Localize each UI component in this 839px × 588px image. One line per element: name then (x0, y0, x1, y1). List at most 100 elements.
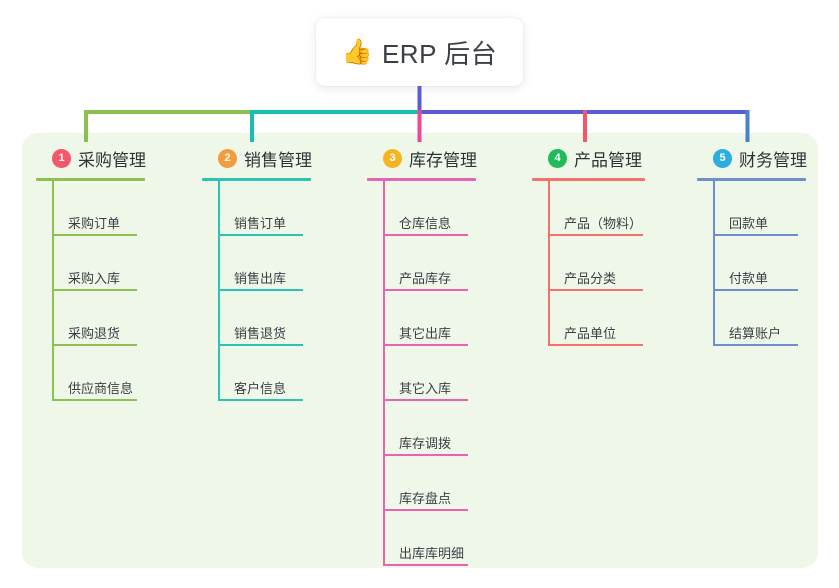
column-库存管理: 3 库存管理仓库信息产品库存其它出库其它入库库存调拨库存盘点出库库明细 (367, 145, 527, 566)
list-item-underline (548, 234, 643, 236)
list-item[interactable]: 其它入库 (367, 346, 527, 401)
column-badge-5: 5 (713, 148, 732, 168)
list-item-underline (383, 509, 468, 511)
column-title-3: 库存管理 (409, 150, 477, 170)
list-item-label: 回款单 (729, 216, 769, 231)
column-产品管理: 4 产品管理产品（物料） 产品分类产品单位 (532, 145, 697, 346)
list-item-underline (548, 289, 643, 291)
list-item-underline (52, 399, 137, 401)
list-item-underline (383, 399, 468, 401)
list-item-label: 采购退货 (68, 326, 121, 341)
list-item[interactable]: 客户信息 (202, 346, 362, 401)
list-item-label: 产品（物料） (564, 216, 643, 231)
column-spine-2 (218, 181, 220, 401)
list-item[interactable]: 销售订单 (202, 181, 362, 236)
list-item-underline (383, 234, 468, 236)
list-item[interactable]: 采购订单 (36, 181, 196, 236)
list-item-label: 产品分类 (564, 271, 617, 286)
list-item[interactable]: 产品（物料） (532, 181, 697, 236)
list-item-underline (218, 344, 303, 346)
list-item-underline (383, 454, 468, 456)
list-item-label: 采购入库 (68, 271, 121, 286)
list-item-underline (713, 289, 798, 291)
list-item-underline (218, 399, 303, 401)
column-header-4[interactable]: 4 产品管理 (532, 145, 697, 171)
column-title-2: 销售管理 (244, 150, 312, 170)
list-item-label: 产品库存 (399, 271, 452, 286)
list-item-label: 出库库明细 (399, 546, 465, 561)
column-采购管理: 1 采购管理采购订单采购入库采购退货供应商信息 (36, 145, 196, 401)
list-item[interactable]: 付款单 (697, 236, 819, 291)
list-item[interactable]: 供应商信息 (36, 346, 196, 401)
list-item-underline (548, 344, 643, 346)
column-header-underline-5 (697, 178, 806, 181)
list-item[interactable]: 仓库信息 (367, 181, 527, 236)
column-badge-3: 3 (383, 148, 402, 168)
list-item-label: 其它入库 (399, 381, 452, 396)
column-header-5[interactable]: 5 财务管理 (697, 145, 819, 171)
list-item[interactable]: 库存盘点 (367, 456, 527, 511)
list-item-label: 客户信息 (234, 381, 287, 396)
column-items-1: 采购订单采购入库采购退货供应商信息 (36, 181, 196, 401)
list-item[interactable]: 产品分类 (532, 236, 697, 291)
list-item-label: 销售出库 (234, 271, 287, 286)
column-badge-4: 4 (548, 148, 567, 168)
list-item-label: 销售订单 (234, 216, 287, 231)
column-销售管理: 2 销售管理销售订单销售出库销售退货客户信息 (202, 145, 362, 401)
root-node-label: ERP 后台 (381, 38, 498, 69)
list-item[interactable]: 销售出库 (202, 236, 362, 291)
list-item[interactable]: 库存调拨 (367, 401, 527, 456)
column-spine-1 (52, 181, 54, 401)
list-item-label: 结算账户 (729, 326, 782, 341)
diagram-panel-background (22, 133, 818, 568)
list-item-underline (713, 344, 798, 346)
column-header-underline-4 (532, 178, 645, 181)
column-spine-4 (548, 181, 550, 346)
column-header-3[interactable]: 3 库存管理 (367, 145, 527, 171)
thumbs-up-icon: 👍 (341, 37, 373, 66)
list-item-label: 产品单位 (564, 326, 617, 341)
list-item[interactable]: 采购入库 (36, 236, 196, 291)
list-item[interactable]: 产品库存 (367, 236, 527, 291)
list-item-label: 库存调拨 (399, 436, 452, 451)
list-item[interactable]: 出库库明细 (367, 511, 527, 566)
list-item[interactable]: 回款单 (697, 181, 819, 236)
list-item[interactable]: 其它出库 (367, 291, 527, 346)
column-title-1: 采购管理 (78, 150, 146, 170)
list-item-underline (713, 234, 798, 236)
list-item-underline (383, 344, 468, 346)
list-item-underline (218, 289, 303, 291)
list-item-label: 其它出库 (399, 326, 452, 341)
column-items-4: 产品（物料） 产品分类产品单位 (532, 181, 697, 346)
column-items-2: 销售订单销售出库销售退货客户信息 (202, 181, 362, 401)
list-item[interactable]: 销售退货 (202, 291, 362, 346)
list-item[interactable]: 产品单位 (532, 291, 697, 346)
column-spine-5 (713, 181, 715, 346)
list-item[interactable]: 采购退货 (36, 291, 196, 346)
column-title-5: 财务管理 (739, 150, 807, 170)
list-item-label: 销售退货 (234, 326, 287, 341)
column-badge-2: 2 (218, 148, 237, 168)
column-header-1[interactable]: 1 采购管理 (36, 145, 196, 171)
column-header-underline-3 (367, 178, 476, 181)
column-items-5: 回款单付款单结算账户 (697, 181, 819, 346)
column-财务管理: 5 财务管理回款单付款单结算账户 (697, 145, 819, 346)
list-item-label: 库存盘点 (399, 491, 452, 506)
column-header-underline-1 (36, 178, 145, 181)
list-item-underline (52, 289, 137, 291)
list-item-underline (383, 564, 468, 566)
list-item-label: 供应商信息 (68, 381, 134, 396)
list-item-label: 仓库信息 (399, 216, 452, 231)
list-item-underline (383, 289, 468, 291)
column-title-4: 产品管理 (574, 150, 642, 170)
column-spine-3 (383, 181, 385, 566)
list-item-underline (52, 344, 137, 346)
list-item-underline (52, 234, 137, 236)
root-node-erp-backend[interactable]: 👍 ERP 后台 (316, 18, 523, 86)
list-item-label: 采购订单 (68, 216, 121, 231)
column-badge-1: 1 (52, 148, 71, 168)
list-item[interactable]: 结算账户 (697, 291, 819, 346)
column-items-3: 仓库信息产品库存其它出库其它入库库存调拨库存盘点出库库明细 (367, 181, 527, 566)
list-item-underline (218, 234, 303, 236)
column-header-2[interactable]: 2 销售管理 (202, 145, 362, 171)
